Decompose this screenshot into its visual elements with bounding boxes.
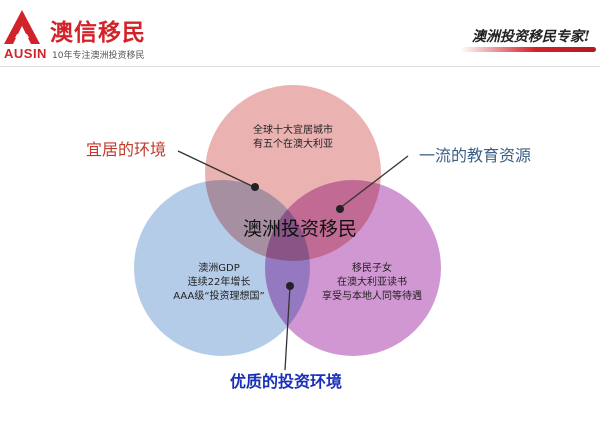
dot-right	[336, 205, 344, 213]
circle-left-text: 澳洲GDP 连续22年增长 AAA级“投资理想国”	[173, 263, 265, 302]
label-bottom: 优质的投资环境	[230, 372, 343, 391]
brand-english: AUSIN	[4, 46, 47, 61]
slogan: 澳洲投资移民专家!	[471, 29, 590, 45]
slogan-underline	[460, 47, 596, 52]
dot-bottom	[286, 282, 294, 290]
circle-left	[134, 180, 310, 356]
brand-logo[interactable]: 澳信移民 AUSIN 10年专注澳洲投资移民	[4, 10, 154, 62]
connector-left	[177, 150, 255, 188]
brand-tagline: 10年专注澳洲投资移民	[52, 51, 145, 61]
brand-name: 澳信移民	[50, 20, 146, 46]
label-left: 宜居的环境	[86, 140, 167, 159]
circle-right-text: 移民子女 在澳大利亚读书 享受与本地人同等待遇	[322, 263, 422, 302]
center-title: 澳洲投资移民	[242, 218, 357, 240]
connector-bottom	[284, 285, 291, 371]
dot-left	[251, 183, 259, 191]
circle-top-text: 全球十大宜居城市 有五个在澳大利亚	[253, 125, 333, 150]
circle-right	[265, 180, 441, 356]
header-divider	[0, 66, 600, 67]
label-right: 一流的教育资源	[419, 146, 532, 165]
brand-mark-icon	[4, 10, 40, 44]
connector-right	[339, 155, 409, 209]
